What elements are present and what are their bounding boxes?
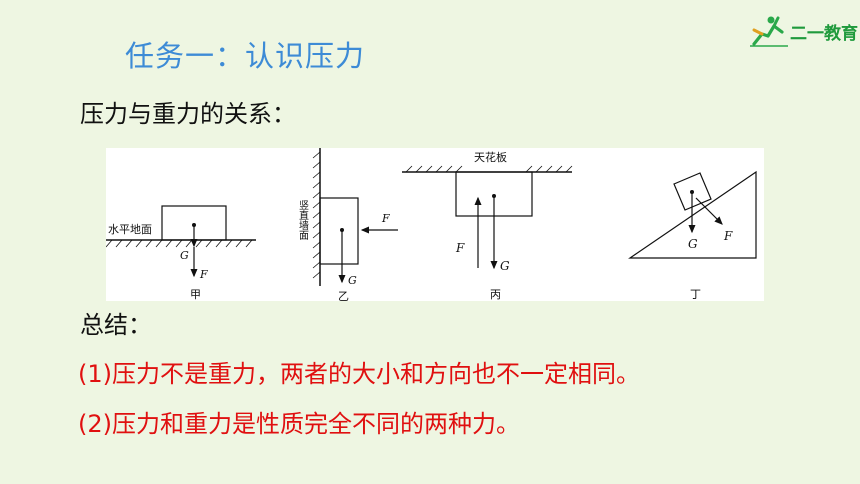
panel-jia: 水平地面 G F 甲 bbox=[106, 205, 256, 301]
logo-text: 二一教育 bbox=[790, 24, 858, 44]
panel-bing: 天花板 F G 丙 bbox=[402, 150, 573, 301]
force-g-label: G bbox=[180, 249, 189, 262]
caption-ding: 丁 bbox=[690, 288, 701, 301]
summary-point-1: (1)压力不是重力，两者的大小和方向也不一定相同。 bbox=[78, 360, 640, 388]
surface-label: 水平地面 bbox=[108, 223, 152, 236]
panel-yi: 竖直墙面 F G 乙 bbox=[297, 148, 398, 301]
caption-jia: 甲 bbox=[190, 288, 201, 301]
force-g-label: G bbox=[688, 237, 698, 251]
summary-label: 总结： bbox=[80, 311, 152, 339]
force-f-label: F bbox=[455, 241, 465, 255]
force-f-label: F bbox=[381, 212, 390, 225]
page-title: 任务一：认识压力 bbox=[125, 39, 366, 73]
force-f-label: F bbox=[723, 229, 733, 243]
subtitle: 压力与重力的关系： bbox=[80, 100, 296, 128]
force-f-label: F bbox=[199, 268, 208, 281]
caption-yi: 乙 bbox=[338, 290, 349, 301]
force-g-label: G bbox=[500, 259, 510, 273]
runner-logo-icon bbox=[750, 16, 788, 47]
caption-bing: 丙 bbox=[490, 288, 501, 301]
ceiling-label: 天花板 bbox=[474, 150, 507, 164]
wall-label: 竖直墙面 bbox=[297, 200, 309, 241]
force-g-label: G bbox=[348, 274, 357, 287]
panel-ding: G F 丁 bbox=[628, 170, 757, 301]
force-diagram: 水平地面 G F 甲 竖直墙面 F G 乙 bbox=[106, 148, 764, 301]
summary-point-2: (2)压力和重力是性质完全不同的两种力。 bbox=[78, 410, 520, 438]
